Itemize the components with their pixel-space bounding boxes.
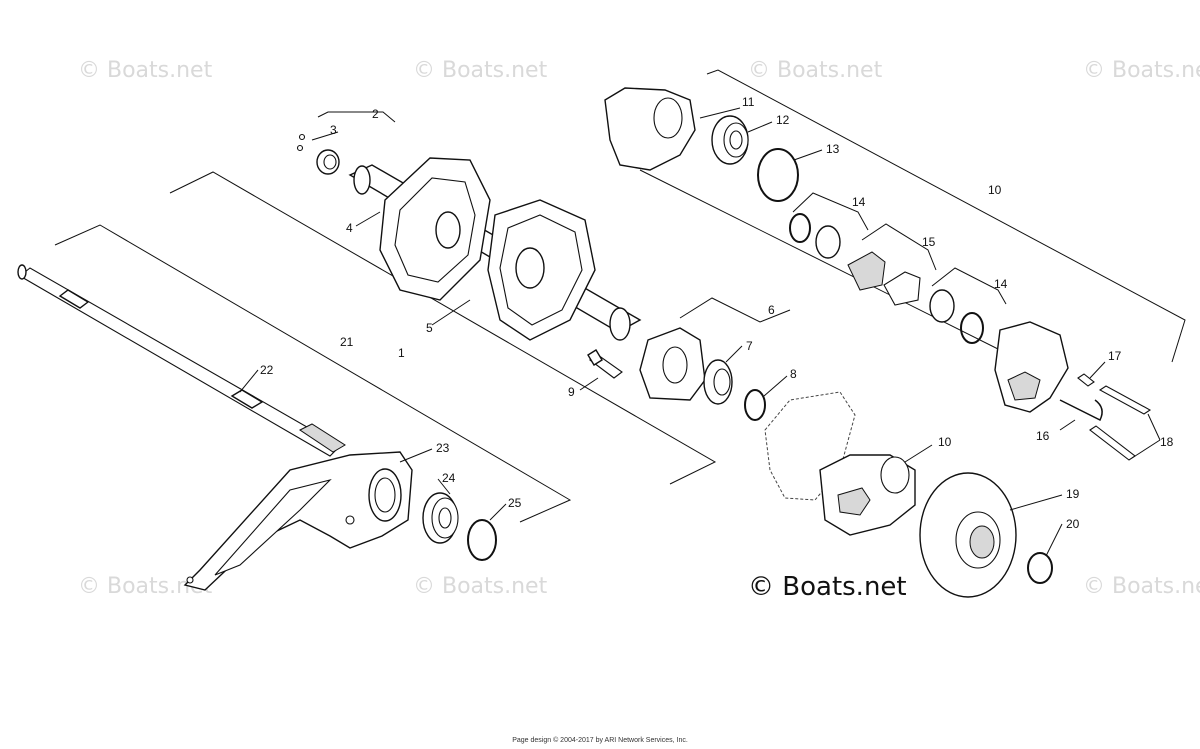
drive-shaft	[348, 157, 642, 341]
callout-labels: 1 2 3 4 5 6 7 8 9 10 10 11 12 13 14 14 1…	[260, 95, 1174, 531]
callout-5: 5	[426, 321, 433, 335]
callout-25: 25	[508, 496, 522, 510]
spacer-14-upper	[789, 213, 841, 259]
spacer-14-lower	[929, 289, 984, 344]
watermark-3: © Boats.net	[748, 58, 883, 83]
callout-24: 24	[442, 471, 456, 485]
callout-23: 23	[436, 441, 450, 455]
callout-19: 19	[1066, 487, 1080, 501]
axle-arm	[183, 451, 413, 591]
callout-14a: 14	[852, 195, 866, 209]
callout-4: 4	[346, 221, 353, 235]
snap-ring-8	[744, 389, 766, 421]
pin-17	[1077, 373, 1095, 387]
caliper-half-right	[994, 321, 1069, 413]
callout-20: 20	[1066, 517, 1080, 531]
footer-copyright: Page design © 2004-2017 by ARI Network S…	[512, 737, 688, 744]
callout-12: 12	[776, 113, 790, 127]
snap-ring-20	[1027, 552, 1053, 584]
watermark-7: © Boats.net	[1083, 574, 1200, 599]
caliper-upper	[604, 87, 696, 171]
callout-7: 7	[746, 339, 753, 353]
snap-ring-25	[467, 519, 497, 561]
watermark-main: © Boats.net	[748, 572, 907, 602]
callout-8: 8	[790, 367, 797, 381]
callout-21: 21	[340, 335, 354, 349]
callout-13: 13	[826, 142, 840, 156]
callout-17: 17	[1108, 349, 1122, 363]
callout-9: 9	[568, 385, 575, 399]
bearing-7	[703, 359, 733, 405]
brake-disc-19	[919, 472, 1017, 598]
watermark-2: © Boats.net	[413, 58, 548, 83]
callout-6: 6	[768, 303, 775, 317]
watermark-1: © Boats.net	[78, 58, 213, 83]
callout-3: 3	[330, 123, 337, 137]
callout-18: 18	[1160, 435, 1174, 449]
bearing-24	[422, 492, 459, 544]
bolt-9	[587, 349, 623, 379]
watermark-4: © Boats.net	[1083, 58, 1200, 83]
watermark-6: © Boats.net	[413, 574, 548, 599]
brake-pads-15	[847, 251, 921, 306]
bearing-12	[711, 115, 749, 165]
clip-16	[1059, 399, 1103, 422]
callout-10b: 10	[938, 435, 952, 449]
axle-shaft	[17, 264, 346, 457]
bracket-lines	[54, 69, 1186, 523]
callout-22: 22	[260, 363, 274, 377]
gasket-plate	[764, 391, 856, 501]
caliper-middle	[819, 454, 916, 536]
callout-2: 2	[372, 107, 379, 121]
callout-14b: 14	[994, 277, 1008, 291]
leader-lines	[239, 107, 1161, 557]
callout-1: 1	[398, 346, 405, 360]
ring-13	[757, 148, 799, 202]
flange-plate-6	[639, 327, 706, 401]
callout-11: 11	[742, 95, 755, 109]
callout-15: 15	[922, 235, 936, 249]
seal-3	[296, 133, 306, 152]
callout-10a: 10	[988, 183, 1002, 197]
bolts-18	[1089, 385, 1152, 461]
callout-16: 16	[1036, 429, 1050, 443]
bearing-4	[316, 149, 340, 175]
